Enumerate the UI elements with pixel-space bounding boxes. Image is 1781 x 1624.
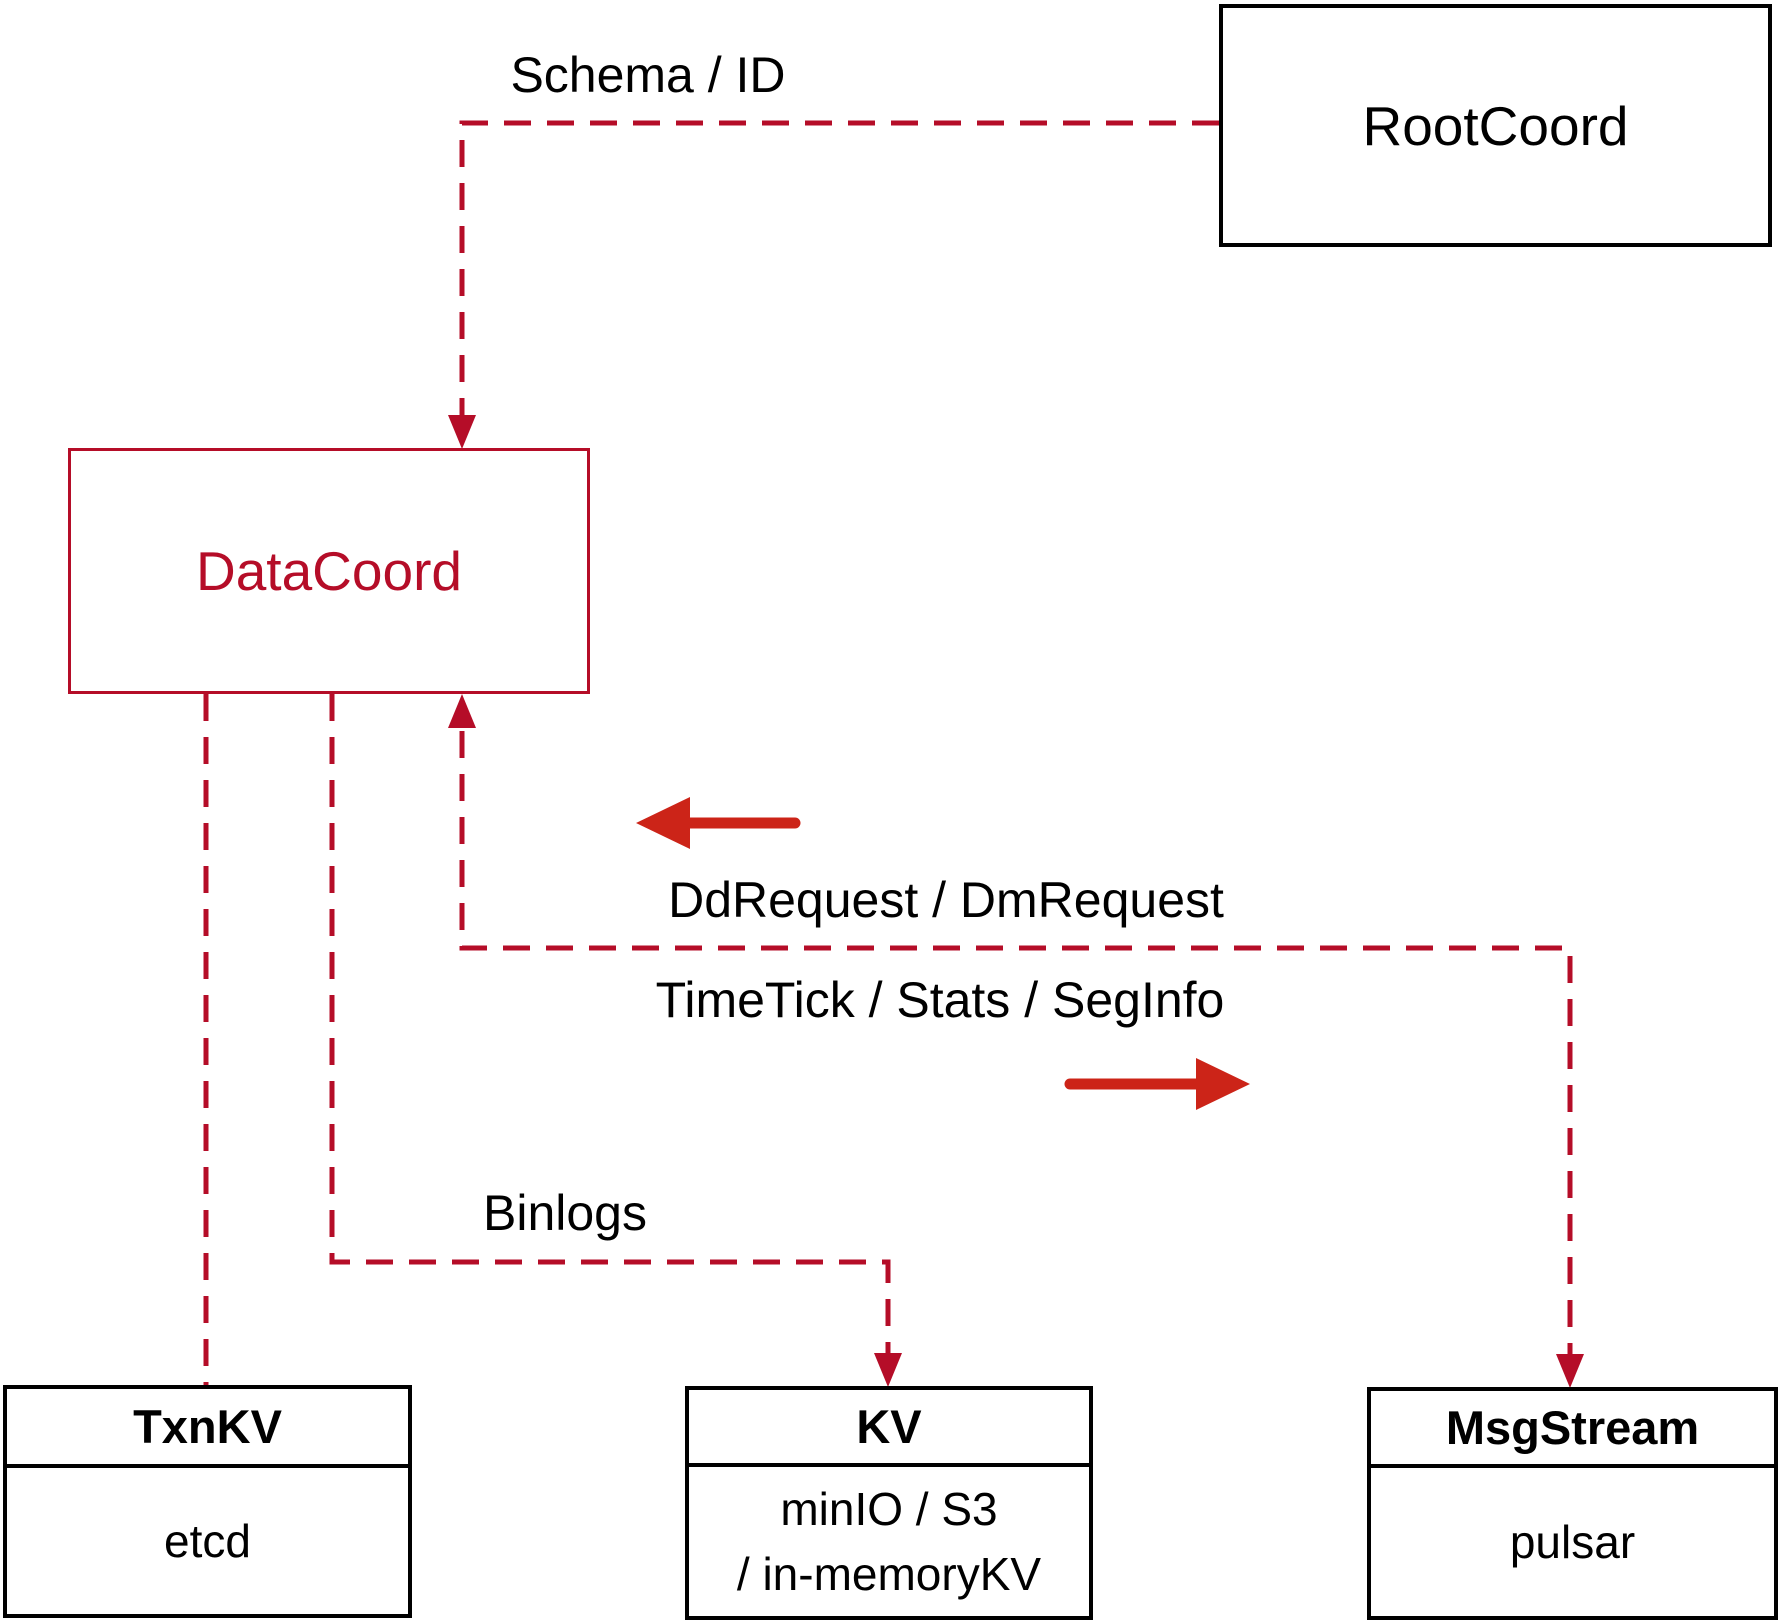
node-kv-body-line2: / in-memoryKV	[736, 1547, 1042, 1600]
node-txnkv: TxnKV etcd	[3, 1385, 412, 1618]
node-msgstream-title: MsgStream	[1371, 1391, 1774, 1468]
node-kv-title: KV	[689, 1390, 1089, 1467]
node-txnkv-body: etcd	[164, 1514, 251, 1567]
node-rootcoord-label: RootCoord	[1362, 94, 1629, 157]
node-kv-body-line1: minIO / S3	[780, 1482, 998, 1535]
edge-label-timetick-stats-seginfo: TimeTick / Stats / SegInfo	[655, 972, 1225, 1028]
edge-schema-id-line	[459, 120, 1219, 418]
node-rootcoord: RootCoord	[1219, 4, 1772, 247]
direction-arrow-right-head	[1196, 1058, 1250, 1110]
edge-label-schema-id: Schema / ID	[510, 47, 786, 103]
edge-msgstream-datacoord-line	[459, 731, 1573, 1356]
edge-label-dd-dm-request: DdRequest / DmRequest	[668, 872, 1224, 928]
edge-binlogs-arrowhead-down	[874, 1353, 902, 1387]
node-txnkv-title: TxnKV	[7, 1389, 408, 1468]
node-kv: KV minIO / S3 / in-memoryKV	[685, 1386, 1093, 1620]
node-msgstream: MsgStream pulsar	[1367, 1387, 1778, 1620]
direction-arrow-left-head	[636, 797, 690, 849]
node-datacoord-label: DataCoord	[196, 540, 462, 602]
edge-msgstream-datacoord-arrowhead-up	[448, 694, 476, 728]
node-datacoord: DataCoord	[68, 448, 590, 694]
edge-label-binlogs: Binlogs	[483, 1185, 647, 1241]
edge-binlogs-line	[329, 694, 891, 1356]
node-msgstream-body: pulsar	[1509, 1515, 1636, 1568]
edge-schema-id-arrowhead-down	[448, 415, 476, 449]
edge-msgstream-datacoord-arrowhead-down	[1556, 1354, 1584, 1388]
